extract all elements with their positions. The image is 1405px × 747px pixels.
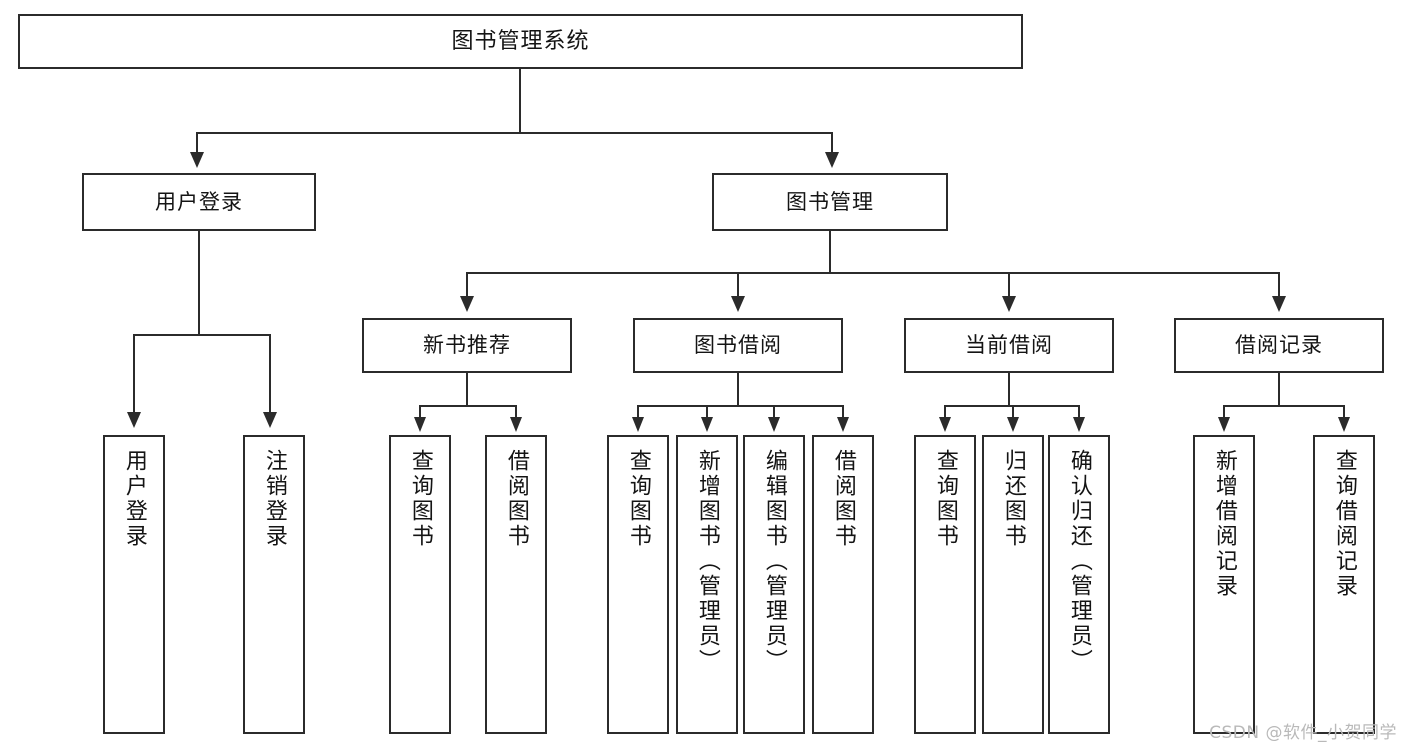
leaf-query-borrow-record[interactable]: 查询借阅记录 [1313, 435, 1375, 734]
arrowhead-current-1 [939, 417, 951, 432]
node-label: 查询图书 [932, 449, 958, 549]
node-label: 图书管理系统 [451, 28, 590, 54]
connector-level3-drop-2 [737, 272, 739, 300]
connector-level3-drop-1 [466, 272, 468, 300]
node-current-borrowing[interactable]: 当前借阅 [904, 318, 1114, 373]
connector-borrow-drop-2 [706, 405, 708, 421]
node-label: 用户登录 [155, 189, 243, 214]
arrowhead-level3-4 [1272, 296, 1286, 312]
leaf-edit-book-admin[interactable]: 编辑图书（管理员） [743, 435, 805, 734]
node-label: 图书管理 [786, 189, 874, 214]
arrowhead-level2-left [190, 152, 204, 168]
connector-current-drop-2 [1012, 405, 1014, 421]
node-book-management[interactable]: 图书管理 [712, 173, 948, 231]
arrowhead-record-2 [1338, 417, 1350, 432]
arrowhead-borrow-3 [768, 417, 780, 432]
connector-level2-drop-right [831, 132, 833, 156]
arrowhead-record-1 [1218, 417, 1230, 432]
arrowhead-borrow-4 [837, 417, 849, 432]
node-label: 当前借阅 [965, 333, 1053, 358]
node-root-book-management-system[interactable]: 图书管理系统 [18, 14, 1023, 69]
node-label: 图书借阅 [694, 333, 782, 358]
node-borrowing-record[interactable]: 借阅记录 [1174, 318, 1384, 373]
connector-user-login-drop-1 [133, 334, 135, 416]
connector-level2-drop-left [196, 132, 198, 156]
node-label: 借阅图书 [503, 449, 529, 549]
node-label: 查询图书 [625, 449, 651, 549]
leaf-add-borrow-record[interactable]: 新增借阅记录 [1193, 435, 1255, 734]
node-book-borrowing[interactable]: 图书借阅 [633, 318, 843, 373]
leaf-borrow-book-newbook[interactable]: 借阅图书 [485, 435, 547, 734]
connector-user-login-drop-2 [269, 334, 271, 416]
connector-borrow-drop-1 [637, 405, 639, 421]
node-label: 查询借阅记录 [1331, 449, 1357, 599]
node-label: 确认归还（管理员） [1066, 449, 1092, 674]
leaf-query-book-borrowing[interactable]: 查询图书 [607, 435, 669, 734]
leaf-confirm-return-admin[interactable]: 确认归还（管理员） [1048, 435, 1110, 734]
connector-borrow-bar [637, 405, 844, 407]
arrowhead-current-2 [1007, 417, 1019, 432]
node-new-book-recommendation[interactable]: 新书推荐 [362, 318, 572, 373]
connector-newbook-drop-2 [515, 405, 517, 421]
connector-newbook-bar [419, 405, 517, 407]
node-label: 查询图书 [407, 449, 433, 549]
node-label: 新书推荐 [423, 333, 511, 358]
arrowhead-user-login-2 [263, 412, 277, 428]
node-user-login[interactable]: 用户登录 [82, 173, 316, 231]
connector-level3-bar [466, 272, 1280, 274]
arrowhead-level3-1 [460, 296, 474, 312]
connector-level3-drop-3 [1008, 272, 1010, 300]
connector-book-management-stem [829, 231, 831, 273]
leaf-add-book-admin[interactable]: 新增图书（管理员） [676, 435, 738, 734]
node-label: 借阅记录 [1235, 333, 1323, 358]
arrowhead-level2-right [825, 152, 839, 168]
connector-newbook-stem [466, 373, 468, 406]
arrowhead-level3-2 [731, 296, 745, 312]
connector-borrow-stem [737, 373, 739, 406]
node-label: 新增借阅记录 [1211, 449, 1237, 599]
arrowhead-newbook-1 [414, 417, 426, 432]
connector-borrow-drop-3 [773, 405, 775, 421]
connector-record-bar [1223, 405, 1345, 407]
connector-record-stem [1278, 373, 1280, 406]
connector-user-login-bar [133, 334, 270, 336]
connector-level3-drop-4 [1278, 272, 1280, 300]
arrowhead-user-login-1 [127, 412, 141, 428]
node-label: 归还图书 [1000, 449, 1026, 549]
leaf-query-book-newbook[interactable]: 查询图书 [389, 435, 451, 734]
connector-record-drop-1 [1223, 405, 1225, 421]
leaf-borrow-book-borrowing[interactable]: 借阅图书 [812, 435, 874, 734]
node-label: 用户登录 [121, 449, 147, 549]
arrowhead-level3-3 [1002, 296, 1016, 312]
connector-current-drop-1 [944, 405, 946, 421]
connector-newbook-drop-1 [419, 405, 421, 421]
leaf-user-login[interactable]: 用户登录 [103, 435, 165, 734]
connector-borrow-drop-4 [842, 405, 844, 421]
arrowhead-borrow-2 [701, 417, 713, 432]
arrowhead-borrow-1 [632, 417, 644, 432]
node-label: 借阅图书 [830, 449, 856, 549]
node-label: 注销登录 [261, 449, 287, 549]
leaf-return-book[interactable]: 归还图书 [982, 435, 1044, 734]
arrowhead-newbook-2 [510, 417, 522, 432]
connector-root-stem [519, 69, 521, 133]
leaf-logout[interactable]: 注销登录 [243, 435, 305, 734]
leaf-query-book-current[interactable]: 查询图书 [914, 435, 976, 734]
node-label: 编辑图书（管理员） [761, 449, 787, 674]
node-label: 新增图书（管理员） [694, 449, 720, 674]
connector-current-stem [1008, 373, 1010, 406]
connector-level2-bar [196, 132, 833, 134]
arrowhead-current-3 [1073, 417, 1085, 432]
connector-current-drop-3 [1078, 405, 1080, 421]
connector-user-login-stem [198, 231, 200, 335]
connector-record-drop-2 [1343, 405, 1345, 421]
